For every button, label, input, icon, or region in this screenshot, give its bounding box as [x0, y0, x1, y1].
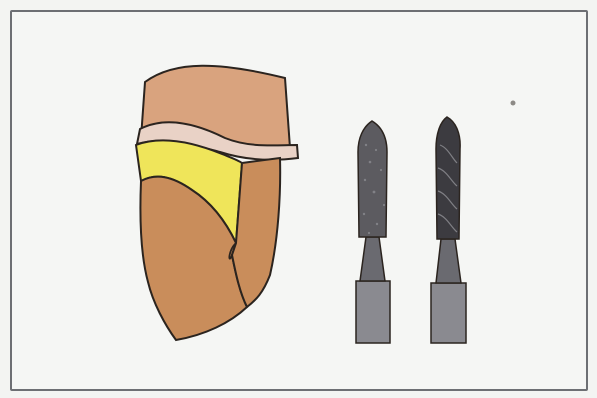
- diamond-bur-neck: [360, 237, 385, 281]
- carbide-bur-shank: [431, 283, 466, 343]
- carbide-bur-icon: [431, 117, 466, 343]
- carbide-bur-head: [436, 117, 460, 239]
- diamond-bur-head: [358, 121, 387, 237]
- carbide-bur-neck: [436, 239, 461, 283]
- diamond-bur-shank: [356, 281, 390, 343]
- speck-mark: [511, 101, 516, 106]
- tooth-cross-section-icon: [136, 66, 298, 340]
- diamond-bur-icon: [356, 121, 390, 343]
